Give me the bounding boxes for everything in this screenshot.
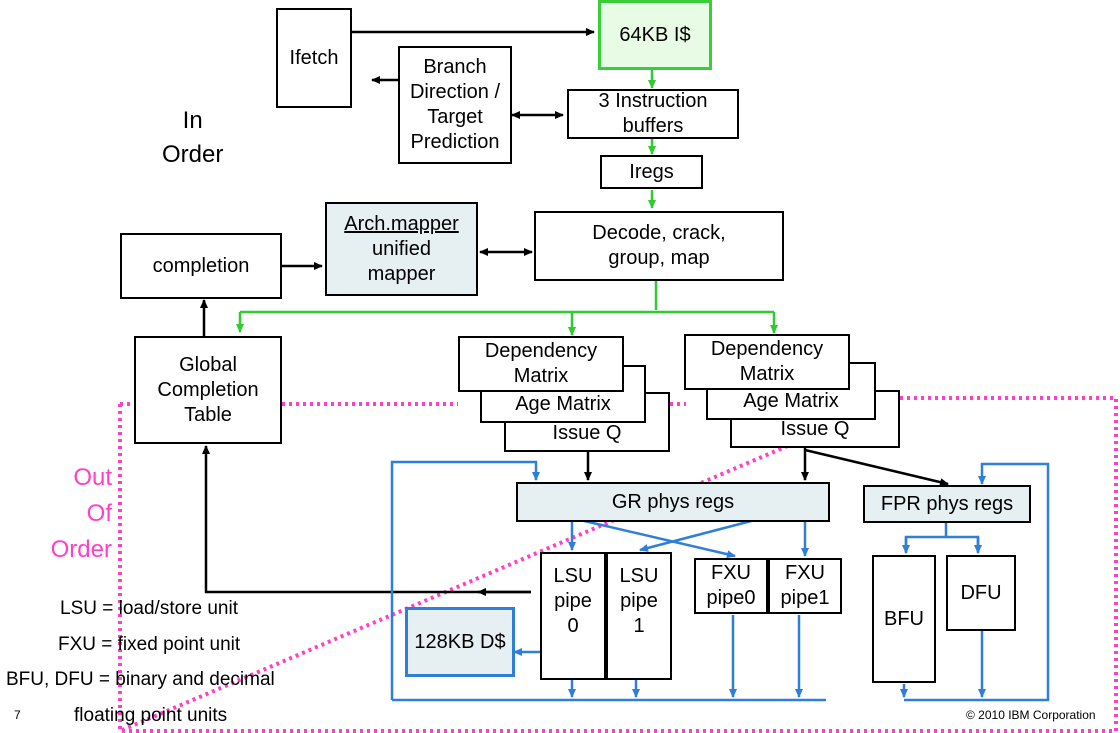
dependency-matrix-2-box: Dependency Matrix: [684, 334, 850, 390]
lsu-pipe-0-box: LSU pipe 0: [540, 552, 606, 680]
unified-mapper-label: unified mapper: [367, 238, 436, 285]
fxu-pipe-1-box: FXU pipe1: [768, 558, 842, 614]
dfu-box: DFU: [946, 555, 1016, 631]
dependency-matrix-1-box: Dependency Matrix: [458, 336, 624, 392]
branch-prediction-box: Branch Direction / Target Prediction: [398, 46, 512, 164]
lsu-pipe-1-box: LSU pipe 1: [606, 552, 672, 680]
legend-lsu: LSU = load/store unit: [60, 598, 238, 619]
arch-mapper-label: Arch.mapper: [344, 213, 459, 235]
page-number: 7: [14, 708, 21, 722]
completion-box: completion: [120, 233, 282, 299]
writeback-loop-fpr: [904, 462, 1050, 702]
out-of-order-label: Out Of Order: [50, 464, 112, 563]
decode-box: Decode, crack, group, map: [534, 211, 784, 281]
mapper-box: Arch.mapper unified mapper: [325, 202, 478, 296]
iregs-box: Iregs: [600, 155, 703, 189]
instruction-buffers-box: 3 Instruction buffers: [567, 89, 739, 139]
global-completion-table-box: Global Completion Table: [134, 336, 282, 444]
lsu-to-gct-arrow: [202, 445, 531, 594]
ifetch-box: Ifetch: [276, 8, 352, 108]
legend-bfu-dfu: BFU, DFU = binary and decimal: [6, 669, 275, 690]
in-order-label: In Order: [162, 107, 224, 168]
writeback-loop-gr: [390, 460, 540, 700]
copyright-notice: © 2010 IBM Corporation: [966, 708, 1096, 722]
data-cache-box: 128KB D$: [405, 607, 515, 677]
fxu-pipe-0-box: FXU pipe0: [694, 558, 768, 614]
gr-phys-regs-box: GR phys regs: [516, 482, 830, 522]
instruction-cache-box: 64KB I$: [598, 0, 712, 70]
out-of-order-region: [119, 396, 1118, 733]
bfu-box: BFU: [872, 555, 936, 683]
issueq2-to-fpr-arrow: [804, 448, 949, 487]
fpr-phys-regs-box: FPR phys regs: [863, 485, 1031, 523]
legend-floating-point: floating point units: [74, 705, 228, 726]
legend-fxu: FXU = fixed point unit: [58, 634, 241, 655]
